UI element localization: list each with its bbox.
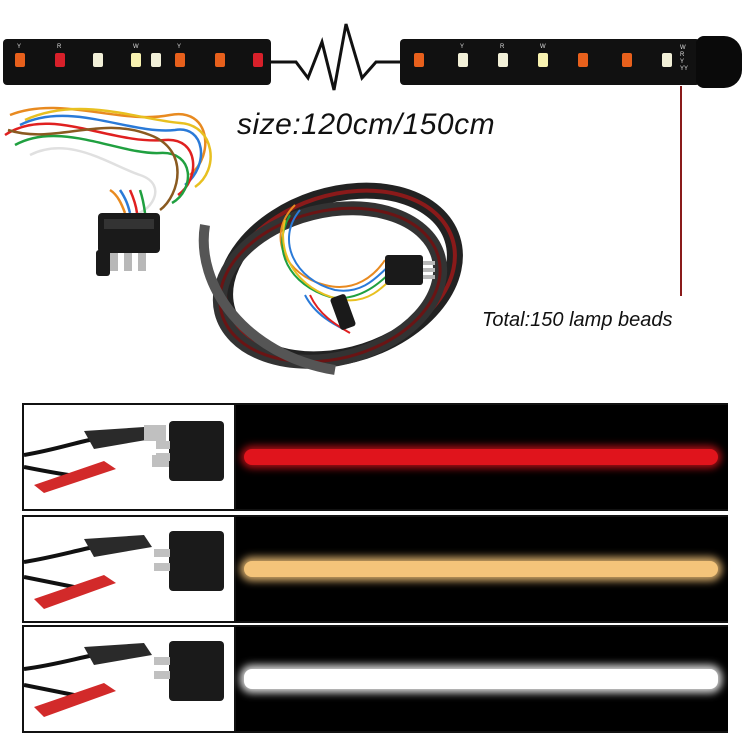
bead-red: [55, 53, 65, 67]
bead-amber: [215, 53, 225, 67]
clips-and-connector-photo: [24, 627, 234, 731]
bead-mark: Y: [17, 44, 22, 50]
bead-mark: Y: [460, 44, 465, 50]
bead-white: [151, 53, 161, 67]
demo-panel-white: [22, 625, 728, 733]
lit-strip-red: [234, 405, 728, 509]
led-strip-left: Y R W Y: [3, 39, 271, 85]
bead-mark: W: [540, 44, 546, 50]
bead-white: [131, 53, 141, 67]
bead-mark: R: [57, 44, 62, 50]
lit-strip-amber: [234, 517, 728, 621]
bead-mark: R: [500, 44, 505, 50]
bead-amber: [622, 53, 632, 67]
clips-and-connector-photo: [24, 517, 234, 621]
strip-end-cap: [696, 36, 742, 88]
light-glow: [244, 561, 718, 577]
bead-amber: [175, 53, 185, 67]
light-glow: [244, 449, 718, 465]
bead-amber: [414, 53, 424, 67]
bead-mark: Y: [177, 44, 182, 50]
clips-and-connector-photo: [24, 405, 234, 509]
end-mark: R: [680, 52, 685, 58]
demo-panel-amber: [22, 515, 728, 623]
lit-strip-white: [234, 627, 728, 731]
bead-amber: [578, 53, 588, 67]
bead-mark: W: [133, 44, 139, 50]
alligator-clips-icon: [24, 641, 224, 717]
bead-white: [93, 53, 103, 67]
strip-end-marks: W R Y YY: [680, 45, 688, 73]
total-beads-label: Total:150 lamp beads: [482, 309, 673, 331]
light-glow: [244, 669, 718, 689]
bead-red: [253, 53, 263, 67]
alligator-clips-icon: [24, 531, 224, 609]
led-strip-right: Y R W W R Y YY: [400, 39, 700, 85]
size-label: size:120cm/150cm: [237, 108, 496, 141]
end-mark: YY: [680, 66, 689, 72]
coiled-led-strip-illustration: [198, 182, 463, 375]
zigzag-break-icon: [268, 23, 403, 91]
bead-white: [498, 53, 508, 67]
pointer-line: [680, 86, 682, 296]
bead-amber: [15, 53, 25, 67]
end-mark: Y: [680, 59, 685, 65]
alligator-clips-icon: [24, 421, 224, 493]
bead-white: [662, 53, 672, 67]
bead-white: [458, 53, 468, 67]
wiring-harness-illustration: [4, 106, 212, 276]
demo-panel-red: [22, 403, 728, 511]
bead-white: [538, 53, 548, 67]
end-mark: W: [680, 45, 686, 51]
